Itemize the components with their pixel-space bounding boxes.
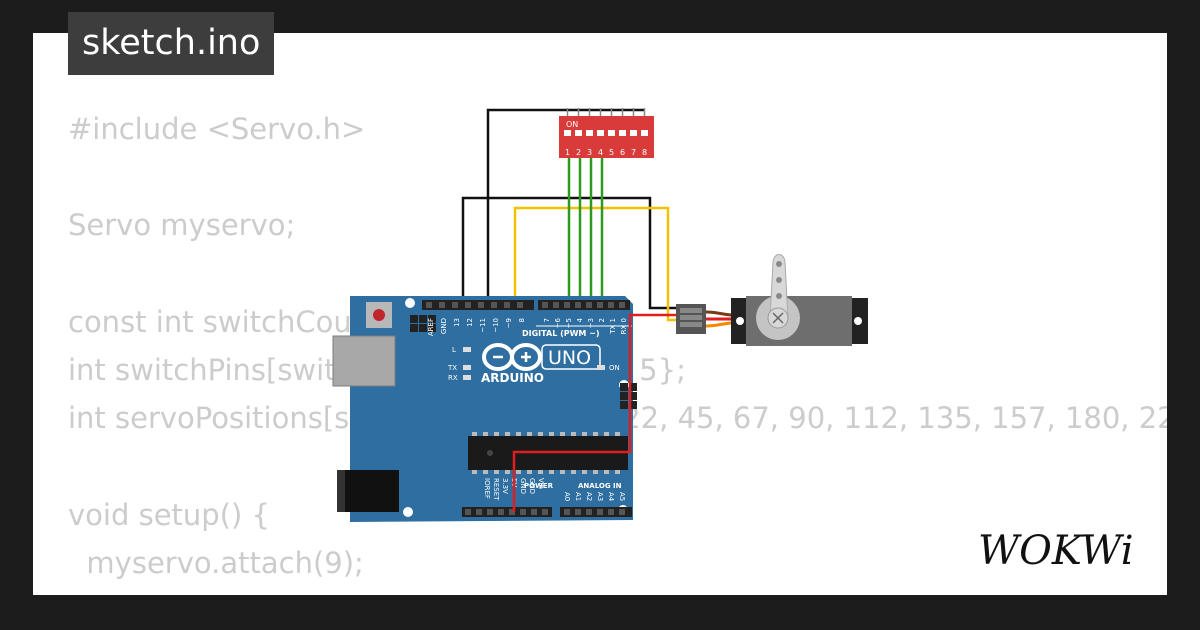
- file-tab-label: sketch.ino: [82, 23, 261, 63]
- wokwi-logo: WOKWi: [978, 528, 1134, 574]
- status-leds: L TX RX ON: [447, 346, 620, 382]
- code-editor: #include <Servo.h>Servo myservo;const in…: [68, 105, 1167, 595]
- power-jack: [337, 470, 399, 512]
- header-pin[interactable]: [553, 302, 559, 308]
- dip-on-label: ON: [566, 120, 578, 129]
- dip-number: 5: [609, 148, 614, 157]
- pin-label: 7: [543, 318, 551, 322]
- analog-pin-label: A4: [607, 492, 615, 502]
- header-pin[interactable]: [619, 302, 625, 308]
- header-pin[interactable]: [465, 302, 471, 308]
- header-pin[interactable]: [575, 302, 581, 308]
- power-pin-label: GND: [528, 478, 536, 494]
- code-line: void setup() {: [68, 497, 270, 532]
- file-tab[interactable]: sketch.ino: [68, 12, 275, 75]
- header-pin[interactable]: [608, 509, 614, 515]
- pin-label: 13: [453, 318, 461, 327]
- pin-label: ~11: [479, 318, 487, 333]
- digital-label: DIGITAL (PWM ~): [522, 329, 600, 338]
- pin-label: 8: [518, 318, 526, 322]
- analog-label: ANALOG IN: [578, 482, 622, 490]
- servo-motor[interactable]: [676, 254, 868, 347]
- dip-number: 2: [576, 148, 581, 157]
- header-pin[interactable]: [520, 509, 526, 515]
- pin-label: 4: [576, 317, 584, 322]
- arduino-logo-icon: [482, 343, 542, 371]
- analog-pin-label: A0: [563, 492, 571, 501]
- pin-label: ~5: [565, 318, 573, 328]
- header-pin[interactable]: [531, 509, 537, 515]
- power-pin-label: Vin: [537, 478, 545, 489]
- header-pin[interactable]: [586, 302, 592, 308]
- header-pin[interactable]: [491, 302, 497, 308]
- header-pin[interactable]: [517, 302, 523, 308]
- dip-number: 1: [565, 148, 570, 157]
- analog-pin-label: A3: [596, 492, 604, 501]
- power-pin-label: IOREF: [483, 478, 491, 499]
- header-pin[interactable]: [509, 509, 515, 515]
- dip-number: 8: [642, 148, 647, 157]
- header-pin[interactable]: [608, 302, 614, 308]
- header-pin[interactable]: [439, 302, 445, 308]
- pin-label: 12: [466, 318, 474, 327]
- analog-pin-label: A2: [585, 492, 593, 501]
- power-pin-label: RESET: [492, 478, 500, 501]
- led-label-l: L: [452, 346, 456, 354]
- power-label: POWER: [524, 482, 554, 490]
- pin-label: AREF: [427, 318, 435, 336]
- led-label-tx: TX: [447, 364, 457, 372]
- header-pin[interactable]: [504, 302, 510, 308]
- wire-gnd-dip: [461, 196, 680, 310]
- pin-label: GND: [440, 318, 448, 334]
- header-pin[interactable]: [619, 509, 625, 515]
- header-pin[interactable]: [542, 509, 548, 515]
- dip-number: 6: [620, 148, 625, 157]
- header-pin[interactable]: [478, 302, 484, 308]
- pin-label: ~3: [587, 318, 595, 328]
- wire-5v: [512, 313, 680, 512]
- on-led-label: ON: [609, 364, 620, 372]
- header-pin[interactable]: [586, 509, 592, 515]
- arduino-brand: ARDUINO: [481, 371, 544, 385]
- wire-signal: [513, 206, 680, 322]
- header-pin[interactable]: [452, 302, 458, 308]
- code-line: for (int i = 0; i < switchCount; i++) {: [68, 587, 1167, 595]
- power-pin-label: 3.3V: [501, 478, 509, 494]
- dip-number: 3: [587, 148, 592, 157]
- header-pin[interactable]: [426, 302, 432, 308]
- board-model: UNO: [548, 347, 591, 369]
- header-pin[interactable]: [476, 509, 482, 515]
- header-pin[interactable]: [465, 509, 471, 515]
- pin-label: ~6: [554, 317, 562, 328]
- header-pin[interactable]: [487, 509, 493, 515]
- header-pin[interactable]: [575, 509, 581, 515]
- dip-number: 7: [631, 148, 636, 157]
- dip-number: 4: [598, 148, 603, 157]
- code-line: #include <Servo.h>: [68, 112, 366, 146]
- code-line: Servo myservo;: [68, 208, 296, 243]
- header-pin[interactable]: [597, 509, 603, 515]
- analog-pin-label: A5: [618, 492, 626, 501]
- header-pin[interactable]: [597, 302, 603, 308]
- pin-label: 2: [598, 318, 606, 322]
- pin-label: ~9: [505, 318, 513, 328]
- header-pin[interactable]: [564, 302, 570, 308]
- analog-pin-label: A1: [574, 492, 582, 501]
- wire-gnd-dip-top: [486, 108, 645, 300]
- header-pin[interactable]: [542, 302, 548, 308]
- header-pin[interactable]: [564, 509, 570, 515]
- led-label-rx: RX: [448, 374, 458, 382]
- usb-connector: [332, 335, 396, 387]
- wokwi-logo-text: WOKWi: [978, 528, 1134, 574]
- header-pin[interactable]: [498, 509, 504, 515]
- power-pin-label: GND: [519, 478, 527, 494]
- code-line: myservo.attach(9);: [68, 545, 364, 580]
- pin-label: ~10: [492, 318, 500, 333]
